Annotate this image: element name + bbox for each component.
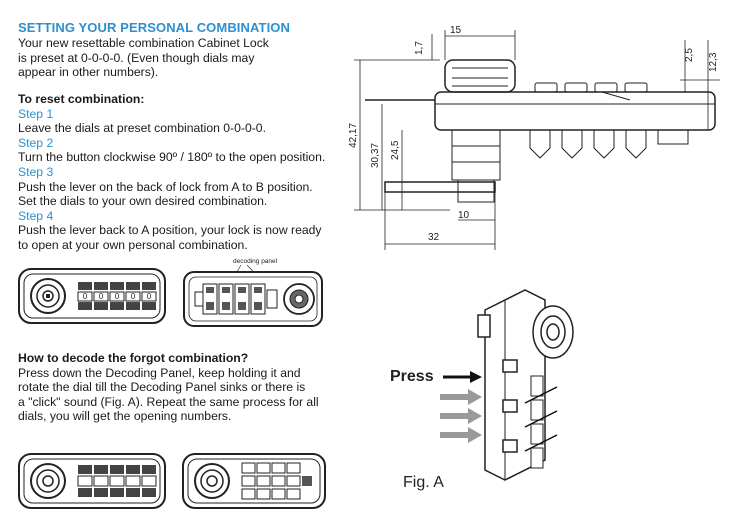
fig-label: Fig. A	[403, 474, 444, 491]
dimension-label: 24,5	[390, 140, 401, 160]
page-title: SETTING YOUR PERSONAL COMBINATION	[18, 20, 290, 35]
intro-line: appear in other numbers).	[18, 65, 159, 80]
lock-front-illustration-3	[182, 453, 326, 509]
lock-front-illustration-1: 0 0 0 0 0	[18, 268, 166, 324]
decode-text: Press down the Decoding Panel, keep hold…	[18, 365, 301, 380]
step-label: Step 3	[18, 164, 54, 179]
step-text: to open at your own personal combination…	[18, 237, 248, 252]
dimension-label: 32	[428, 232, 440, 243]
decode-section: How to decode the forgot combination? Pr…	[18, 351, 319, 424]
step-text: Turn the button clockwise 90º / 180º to …	[18, 150, 326, 165]
decode-heading: How to decode the forgot combination?	[18, 351, 249, 365]
dimension-label: 2,5	[684, 48, 695, 62]
step-text: Push the lever back to A position, your …	[18, 223, 322, 238]
dimension-label: 12,3	[708, 52, 719, 72]
decoding-panel-label: decoding panel	[233, 258, 278, 265]
dial-digit: 0	[115, 292, 120, 301]
dial-digit: 0	[131, 292, 136, 301]
dimension-drawing: 15 1,7 2,5 12,3 42,17 30,37 24,5 10 32	[348, 25, 720, 250]
reset-section: To reset combination: Step 1 Leave the d…	[18, 92, 325, 253]
dimension-label: 30,37	[370, 143, 381, 168]
lock-back-illustration: decoding panel	[183, 258, 323, 327]
dial-digit: 0	[147, 292, 152, 301]
intro-line: is preset at 0-0-0-0. (Even though dials…	[18, 50, 255, 65]
lock-front-illustration-2	[18, 453, 166, 509]
dial-digit: 0	[99, 292, 104, 301]
intro-line: Your new resettable combination Cabinet …	[18, 36, 269, 50]
dimension-label: 15	[450, 25, 462, 36]
intro-text: Your new resettable combination Cabinet …	[18, 36, 269, 80]
reset-heading: To reset combination:	[18, 92, 145, 106]
dimension-label: 42,17	[348, 123, 359, 148]
dial-digit: 0	[83, 292, 88, 301]
step-text: Set the dials to your own desired combin…	[18, 194, 268, 209]
step-label: Step 1	[18, 106, 54, 121]
dimension-label: 1,7	[414, 41, 425, 55]
decode-text: rotate the dial till the Decoding Panel …	[18, 380, 306, 395]
decode-text: dials, you will get the opening numbers.	[18, 409, 232, 424]
dimension-label: 10	[458, 210, 470, 221]
press-label: Press	[390, 368, 434, 385]
step-text: Push the lever on the back of lock from …	[18, 179, 313, 194]
decode-text: a "click" sound (Fig. A). Repeat the sam…	[18, 394, 319, 409]
step-label: Step 2	[18, 135, 54, 150]
step-text: Leave the dials at preset combination 0-…	[18, 121, 266, 136]
step-label: Step 4	[18, 208, 54, 223]
fig-a-illustration: Press Fig. A	[390, 289, 574, 491]
